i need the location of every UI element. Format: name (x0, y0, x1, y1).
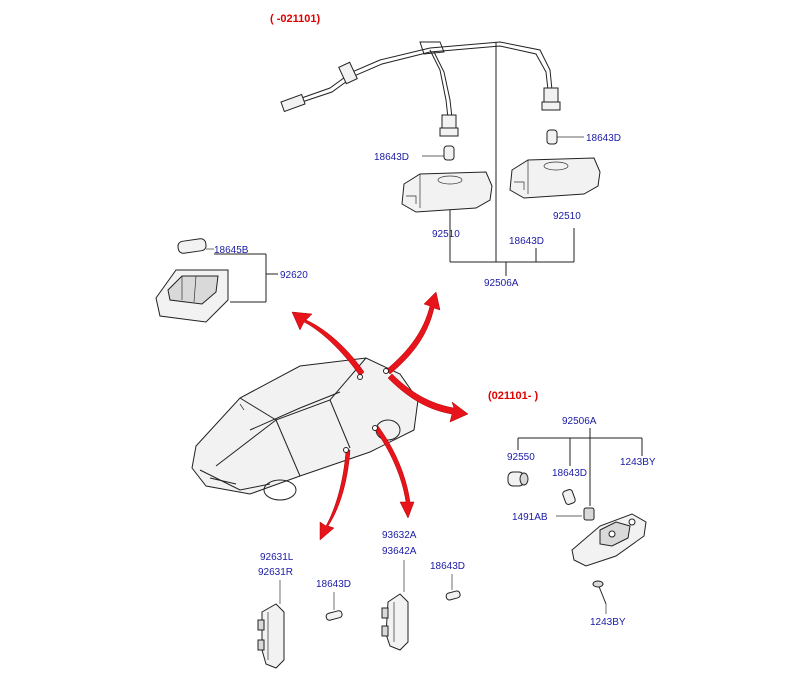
door-lamp-left (257, 603, 285, 669)
lamp-assembly-right (571, 513, 647, 567)
label-18643d-right: 18643D (552, 468, 587, 479)
label-92506a-top: 92506A (484, 278, 519, 289)
label-1243by-top: 1243BY (620, 457, 656, 468)
label-18643d-mid: 18643D (509, 236, 544, 247)
header-post-021101: (021101- ) (488, 390, 538, 402)
bulb-top-right (546, 129, 584, 145)
label-93632a: 93632A (382, 530, 417, 541)
lamp-housing-right (509, 157, 601, 199)
socket-92550 (507, 471, 529, 487)
clip-1491ab (556, 507, 595, 521)
callout-arrows (291, 291, 469, 541)
car-illustration (191, 357, 419, 501)
label-92631l: 92631L (260, 552, 294, 563)
bulb-door-left (325, 592, 343, 621)
map-lamp-housing (155, 269, 229, 323)
label-18643d-door-right: 18643D (430, 561, 465, 572)
top-bracket-lines (449, 210, 575, 276)
map-bracket (214, 253, 278, 303)
label-92510-right: 92510 (553, 211, 581, 222)
bulb-door-right (445, 574, 461, 601)
door-lamp-right (381, 593, 409, 651)
label-92550: 92550 (507, 452, 535, 463)
screw-1243by (592, 580, 607, 614)
bulb-18645b (177, 238, 214, 254)
label-92631r: 92631R (258, 567, 293, 578)
wiring-harness (280, 41, 561, 262)
label-18645b: 18645B (214, 245, 249, 256)
right-bracket-lines (517, 428, 643, 506)
lamp-housing-left (401, 171, 493, 213)
label-92506a-right: 92506A (562, 416, 597, 427)
label-1243by-bottom: 1243BY (590, 617, 626, 628)
label-92620: 92620 (280, 270, 308, 281)
label-92510-left: 92510 (432, 229, 460, 240)
label-18643d-top-right: 18643D (586, 133, 621, 144)
bulb-top-left (422, 145, 455, 161)
label-93642a: 93642A (382, 546, 417, 557)
header-pre-021101: ( -021101) (270, 13, 320, 25)
label-1491ab: 1491AB (512, 512, 548, 523)
label-18643d-top-left: 18643D (374, 152, 409, 163)
label-18643d-door-left: 18643D (316, 579, 351, 590)
bulb-right (562, 489, 576, 505)
